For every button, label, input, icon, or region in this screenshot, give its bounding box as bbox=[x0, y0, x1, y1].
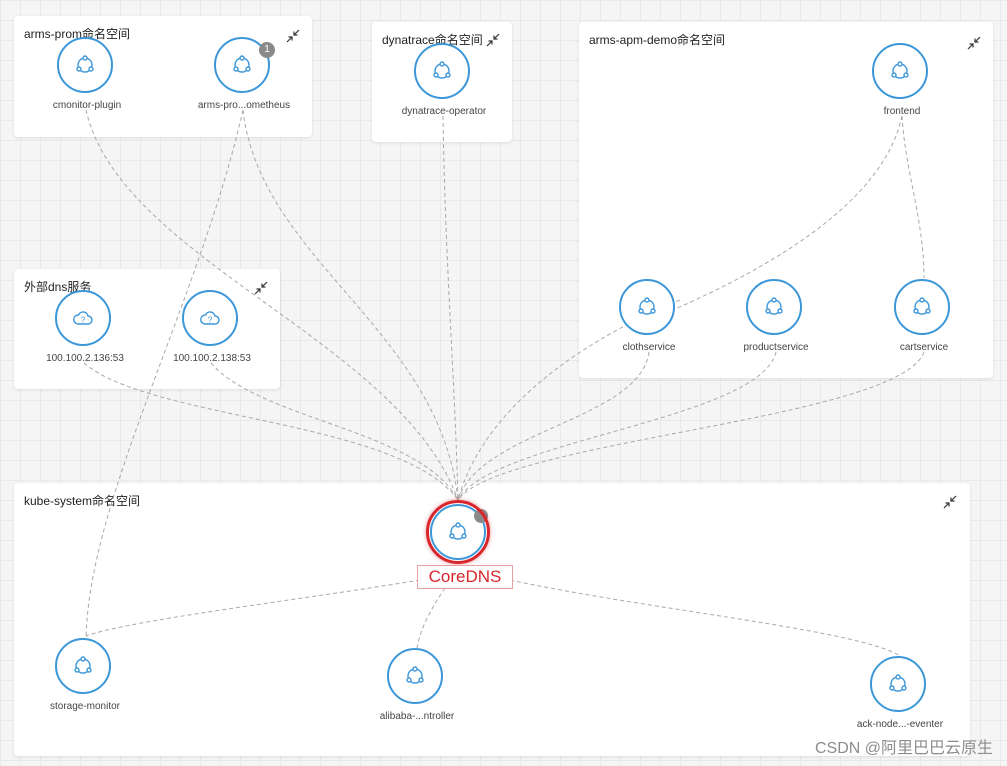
service-icon bbox=[433, 61, 451, 79]
node-label: ack-node...-eventer bbox=[856, 719, 944, 730]
node-label: cmonitor-plugin bbox=[52, 100, 122, 111]
node-label: 100.100.2.138:53 bbox=[173, 353, 251, 364]
group-title: arms-prom命名空间 bbox=[24, 27, 131, 41]
service-icon bbox=[891, 61, 909, 79]
group-title: kube-system命名空间 bbox=[24, 494, 141, 508]
service-icon bbox=[765, 297, 783, 315]
service-icon bbox=[76, 55, 94, 73]
node-label: alibaba-...ntroller bbox=[379, 711, 455, 722]
node-circle bbox=[894, 279, 950, 335]
service-icon bbox=[74, 656, 92, 674]
node-arms-prometheus[interactable]: arms-pro...ometheus 1 bbox=[174, 37, 314, 127]
node-label: storage-monitor bbox=[49, 701, 121, 712]
collapse-icon[interactable] bbox=[942, 494, 958, 510]
group-title: dynatrace命名空间 bbox=[382, 33, 483, 47]
node-circle bbox=[619, 279, 675, 335]
watermark: CSDN @阿里巴巴云原生 bbox=[814, 740, 993, 757]
coredns-label: CoreDNS bbox=[417, 565, 513, 589]
node-label: 100.100.2.136:53 bbox=[46, 353, 124, 364]
node-dynatrace-operator[interactable]: dynatrace-operator bbox=[374, 43, 514, 133]
node-dns-138[interactable]: ? 100.100.2.138:53 bbox=[142, 290, 282, 380]
node-circle bbox=[387, 648, 443, 704]
svg-text:?: ? bbox=[81, 316, 86, 325]
node-circle bbox=[414, 43, 470, 99]
node-label: dynatrace-operator bbox=[401, 106, 487, 117]
svg-text:?: ? bbox=[208, 316, 213, 325]
node-circle bbox=[55, 638, 111, 694]
service-icon bbox=[406, 666, 424, 684]
node-frontend[interactable]: frontend bbox=[832, 43, 972, 133]
edge-dynatrace-to-coredns bbox=[442, 115, 459, 501]
node-circle: ? bbox=[55, 290, 111, 346]
node-label: productservice bbox=[743, 342, 809, 353]
node-clothservice[interactable]: clothservice bbox=[579, 279, 719, 369]
node-label: clothservice bbox=[622, 342, 676, 353]
collapse-arrows-icon bbox=[286, 29, 300, 43]
node-label: arms-pro...ometheus bbox=[197, 100, 291, 111]
cloud-question-icon: ? bbox=[73, 311, 93, 325]
node-circle bbox=[57, 37, 113, 93]
service-icon bbox=[638, 297, 656, 315]
collapse-icon[interactable] bbox=[285, 28, 301, 44]
service-icon bbox=[913, 297, 931, 315]
node-circle bbox=[746, 279, 802, 335]
service-icon bbox=[233, 55, 251, 73]
collapse-icon[interactable] bbox=[485, 32, 501, 48]
cloud-question-icon: ? bbox=[200, 311, 220, 325]
node-cmonitor-plugin[interactable]: cmonitor-plugin bbox=[17, 37, 157, 127]
collapse-arrows-icon bbox=[943, 495, 957, 509]
collapse-arrows-icon bbox=[486, 33, 500, 47]
node-circle bbox=[872, 43, 928, 99]
node-circle bbox=[870, 656, 926, 712]
collapse-icon[interactable] bbox=[966, 35, 982, 51]
node-ack-node-eventer[interactable]: ack-node...-eventer bbox=[830, 656, 970, 746]
node-alibaba-controller[interactable]: alibaba-...ntroller bbox=[347, 648, 487, 738]
group-title: arms-apm-demo命名空间 bbox=[589, 33, 726, 47]
service-icon bbox=[889, 674, 907, 692]
node-storage-monitor[interactable]: storage-monitor bbox=[15, 638, 155, 728]
coredns-highlight-ring bbox=[426, 500, 490, 564]
node-label: cartservice bbox=[899, 342, 949, 353]
node-dns-136[interactable]: ? 100.100.2.136:53 bbox=[15, 290, 155, 380]
node-cartservice[interactable]: cartservice bbox=[854, 279, 994, 369]
collapse-arrows-icon bbox=[967, 36, 981, 50]
count-badge: 1 bbox=[259, 42, 275, 58]
node-productservice[interactable]: productservice bbox=[706, 279, 846, 369]
node-circle: ? bbox=[182, 290, 238, 346]
node-label: frontend bbox=[883, 106, 921, 117]
